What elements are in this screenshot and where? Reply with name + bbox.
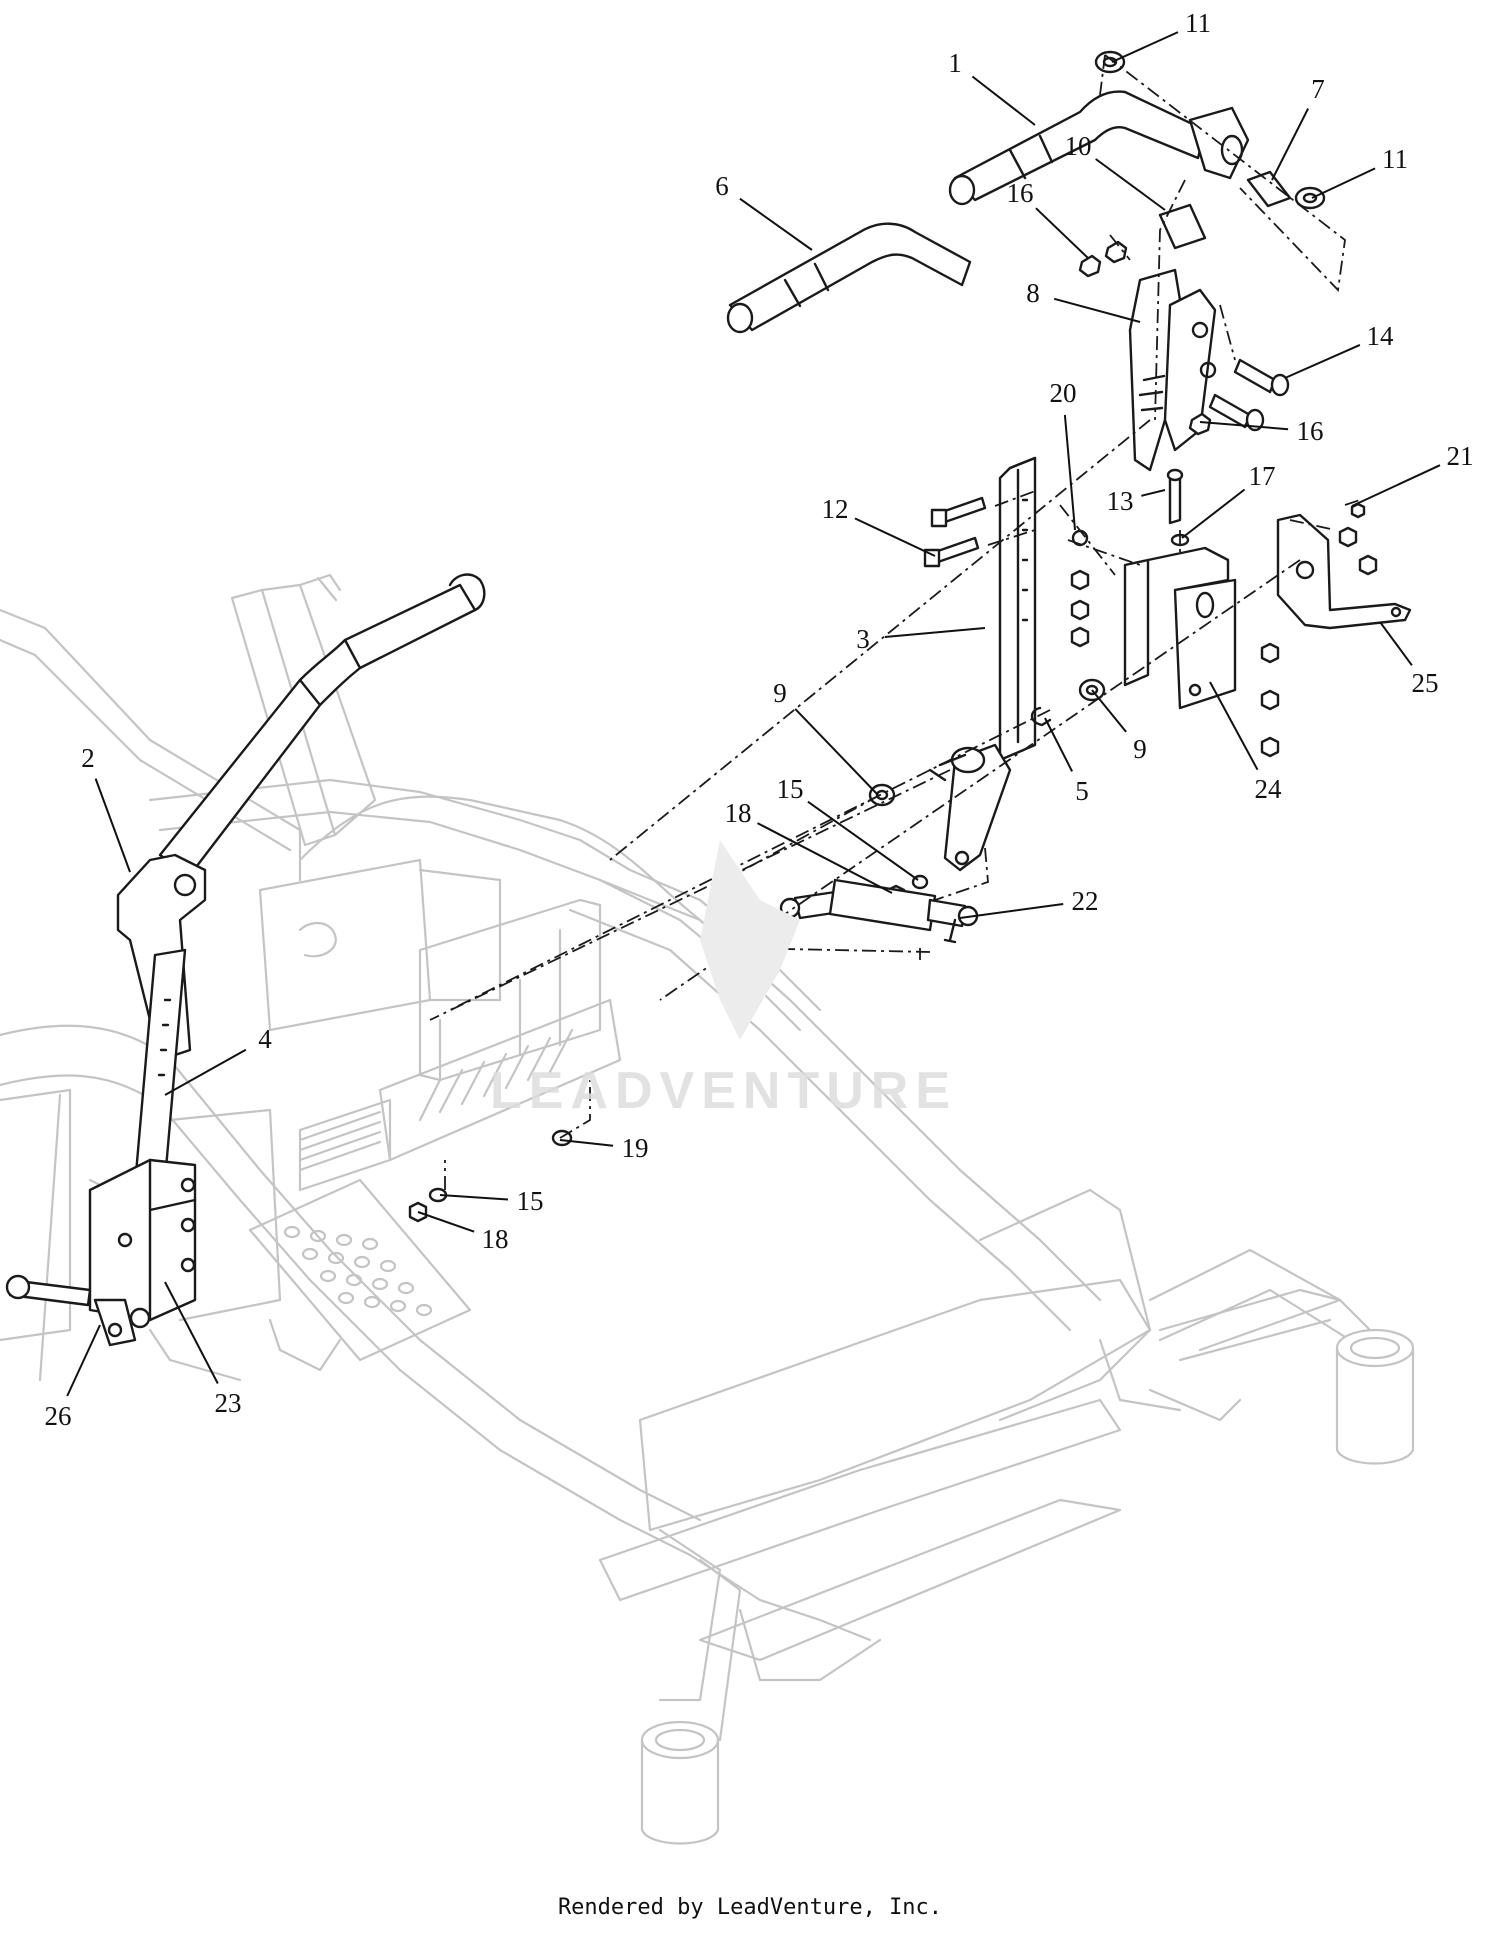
deck-hole [345, 1273, 363, 1287]
callout-16: 16 [1297, 416, 1324, 446]
callout-14: 14 [1367, 321, 1395, 351]
leader-line-20 [1063, 414, 1076, 531]
callout-1: 1 [948, 48, 962, 78]
callout-26: 26 [45, 1401, 72, 1431]
leader-line-16 [1035, 207, 1089, 259]
leader-line-23 [164, 1281, 219, 1384]
callout-16: 16 [1007, 178, 1034, 208]
callout-leader-lines [66, 31, 1441, 1397]
callout-7: 7 [1311, 74, 1325, 104]
callout-20: 20 [1050, 378, 1077, 408]
deck-hole [389, 1299, 407, 1313]
watermark: LEADVENTURE [490, 840, 957, 1120]
deck-hole [335, 1233, 353, 1247]
callout-24: 24 [1255, 774, 1283, 804]
leader-line-15 [807, 800, 919, 881]
leader-line-13 [1141, 489, 1166, 497]
leader-line-24 [1209, 681, 1259, 771]
deck-hole [379, 1259, 397, 1273]
leader-line-19 [559, 1139, 614, 1147]
deck-hole [353, 1255, 371, 1269]
callout-13: 13 [1107, 486, 1134, 516]
leader-line-21 [1351, 464, 1441, 507]
callout-15: 15 [777, 774, 804, 804]
right-exploded-parts [408, 50, 1412, 1223]
footer-credit: Rendered by LeadVenture, Inc. [557, 1895, 943, 1920]
deck-hole [371, 1277, 389, 1291]
deck-hole [301, 1247, 319, 1261]
callout-8: 8 [1026, 278, 1040, 308]
leader-line-2 [94, 778, 131, 873]
mower-frame [0, 573, 1415, 1845]
leader-line-7 [1271, 108, 1309, 181]
deck-hole [283, 1225, 301, 1239]
leader-line-10 [1095, 158, 1166, 211]
callout-19: 19 [622, 1133, 649, 1163]
deck-hole [309, 1229, 327, 1243]
callout-21: 21 [1447, 441, 1474, 471]
callout-3: 3 [856, 624, 870, 654]
left-control-assembly [5, 573, 486, 1347]
callout-11: 11 [1382, 144, 1408, 174]
deck-plate-holes [283, 1225, 433, 1317]
alignment-dash-lines [429, 54, 1361, 1190]
callout-23: 23 [215, 1388, 242, 1418]
leader-line-26 [66, 1324, 101, 1397]
leader-line-3 [884, 627, 986, 638]
leader-line-18 [757, 822, 893, 894]
leader-line-18 [417, 1211, 475, 1233]
leader-line-17 [1181, 488, 1246, 539]
callout-2: 2 [81, 743, 95, 773]
deck-hole [415, 1303, 433, 1317]
callout-18: 18 [725, 798, 752, 828]
callout-10: 10 [1065, 131, 1092, 161]
callout-17: 17 [1249, 461, 1276, 491]
callout-12: 12 [822, 494, 849, 524]
leader-line-16 [1199, 421, 1289, 431]
callout-5: 5 [1075, 776, 1089, 806]
leader-line-15 [439, 1194, 509, 1201]
callout-18: 18 [482, 1224, 509, 1254]
callout-4: 4 [258, 1024, 272, 1054]
leader-line-14 [1284, 343, 1361, 379]
callout-9: 9 [773, 678, 787, 708]
deck-hole [319, 1269, 337, 1283]
callout-15: 15 [517, 1186, 544, 1216]
deck-hole [327, 1251, 345, 1265]
callout-22: 22 [1072, 886, 1099, 916]
leader-line-4 [164, 1048, 247, 1096]
leader-line-22 [959, 903, 1064, 919]
deck-hole [337, 1291, 355, 1305]
leader-line-25 [1379, 621, 1413, 666]
leader-line-9 [1091, 689, 1127, 733]
deck-hole [361, 1237, 379, 1251]
leader-line-8 [1053, 297, 1141, 323]
deck-hole [363, 1295, 381, 1309]
leader-line-11 [1111, 31, 1179, 63]
leader-line-12 [854, 517, 936, 557]
leader-line-11 [1311, 167, 1376, 199]
watermark-text: LEADVENTURE [490, 1062, 957, 1120]
callout-11: 11 [1185, 8, 1211, 38]
leader-line-9 [794, 708, 879, 796]
leader-line-6 [739, 197, 813, 251]
callout-9: 9 [1133, 734, 1147, 764]
callout-25: 25 [1412, 668, 1439, 698]
deck-hole [397, 1281, 415, 1295]
leader-line-1 [971, 75, 1036, 126]
callout-6: 6 [715, 171, 729, 201]
leader-line-5 [1044, 717, 1073, 772]
